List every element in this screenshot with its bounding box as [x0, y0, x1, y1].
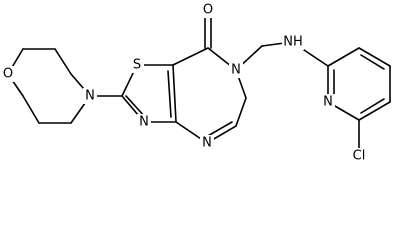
bond — [360, 98, 385, 114]
bond — [54, 48, 72, 75]
carbonyl-oxygen-atom: O — [201, 2, 215, 18]
bond — [22, 95, 40, 124]
pyrimidine-bottom-nitrogen-atom: N — [200, 135, 214, 151]
carbonyl-oxygen-label: O — [203, 3, 213, 18]
pyrimidine-bottom-nitrogen-label: N — [202, 136, 212, 151]
bond-layer — [7, 16, 391, 150]
amine-nh-atom: NH — [282, 34, 304, 50]
thiazole-nitrogen-label: N — [139, 115, 149, 130]
bond — [358, 101, 391, 121]
pyridine-nitrogen-label: N — [323, 95, 333, 110]
pyrimidine-substituted-nitrogen-label: N — [231, 63, 241, 78]
atom-label-layer: O N S N N N O NH — [1, 2, 369, 164]
thiazole-sulfur-label: S — [133, 58, 141, 73]
bond — [235, 97, 247, 127]
chlorine-atom: Cl — [349, 148, 369, 164]
pyrimidine-substituted-nitrogen-atom: N — [229, 62, 243, 78]
bond — [172, 64, 177, 123]
morpholine-oxygen-atom: O — [1, 66, 14, 82]
thiazole-nitrogen-atom: N — [137, 114, 151, 130]
morpholine-oxygen-label: O — [3, 67, 13, 82]
chemical-structure-diagram: O N S N N N O NH — [1, 2, 391, 164]
bond — [360, 54, 385, 70]
pyridine-nitrogen-atom: N — [321, 94, 335, 110]
bond — [172, 47, 209, 66]
chlorine-label: Cl — [353, 149, 366, 164]
morpholine-nitrogen-label: N — [85, 89, 95, 104]
bond — [358, 47, 391, 67]
amine-nh-label: NH — [283, 35, 303, 50]
bond — [327, 47, 360, 67]
bond — [167, 70, 172, 118]
thiazole-sulfur-atom: S — [130, 57, 144, 73]
bond — [205, 121, 233, 138]
morpholine-nitrogen-atom: N — [83, 88, 97, 104]
